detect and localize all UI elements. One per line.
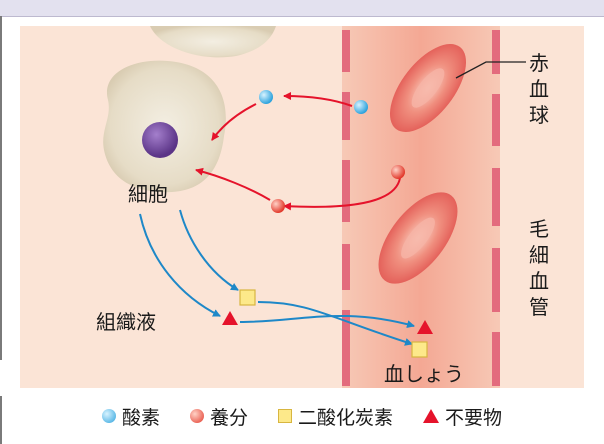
- legend-item-nutrient: 養分: [189, 403, 248, 430]
- oxygen-dot-icon: [101, 409, 116, 423]
- co2-arrow-from-cell: [179, 209, 239, 291]
- neighbor-cell: [150, 26, 276, 58]
- oxygen-particle-tissue: [259, 90, 273, 104]
- capillary-wall-right: [492, 30, 500, 386]
- nutrient-particle-vessel: [391, 165, 405, 179]
- oxygen-arrow-to-cell: [211, 103, 257, 141]
- legend-label-co2: 二酸化炭素: [298, 406, 394, 429]
- frame-left-edge: [0, 16, 2, 360]
- waste-triangle-icon: [423, 409, 440, 423]
- legend-label-waste: 不要物: [445, 406, 503, 429]
- plasma-label: 血しょう: [384, 362, 464, 386]
- nutrient-particle-tissue: [271, 199, 285, 213]
- red-blood-cell-label: 赤血球: [529, 51, 549, 127]
- legend-item-co2: 二酸化炭素: [278, 403, 393, 430]
- waste-arrow-from-cell: [139, 213, 221, 317]
- oxygen-particle-vessel: [354, 100, 368, 114]
- legend: 酸素 養分 二酸化炭素 不要物: [0, 396, 604, 436]
- frame-left-edge-lower: [0, 396, 2, 444]
- co2-square-icon: [278, 409, 292, 423]
- nutrient-arrow-to-cell: [195, 167, 271, 201]
- oxygen-arrow-to-carrier: [283, 92, 353, 107]
- top-frame-bar: [0, 0, 604, 17]
- cell-nucleus: [142, 122, 178, 158]
- rbc-leader-line: [455, 61, 526, 79]
- waste-particle-tissue: [222, 311, 238, 325]
- legend-label-oxygen: 酸素: [121, 406, 160, 429]
- nutrient-dot-icon: [189, 409, 204, 423]
- red-blood-cell-lower: [378, 192, 458, 284]
- red-blood-cell-upper: [389, 44, 467, 132]
- nutrient-arrow-to-tissue: [283, 177, 401, 211]
- capillary-wall-left: [342, 30, 350, 386]
- co2-particle-tissue: [239, 289, 256, 306]
- waste-arrow-to-plasma: [239, 314, 415, 329]
- waste-particle-plasma: [417, 320, 433, 334]
- legend-item-waste: 不要物: [423, 403, 502, 430]
- co2-arrow-to-plasma: [257, 301, 413, 346]
- capillary-label: 毛細血管: [529, 217, 549, 319]
- co2-particle-plasma: [411, 341, 428, 358]
- cell-label: 細胞: [128, 182, 168, 206]
- legend-item-oxygen: 酸素: [101, 403, 160, 430]
- tissue-fluid-label: 組織液: [96, 310, 156, 334]
- legend-label-nutrient: 養分: [209, 406, 248, 429]
